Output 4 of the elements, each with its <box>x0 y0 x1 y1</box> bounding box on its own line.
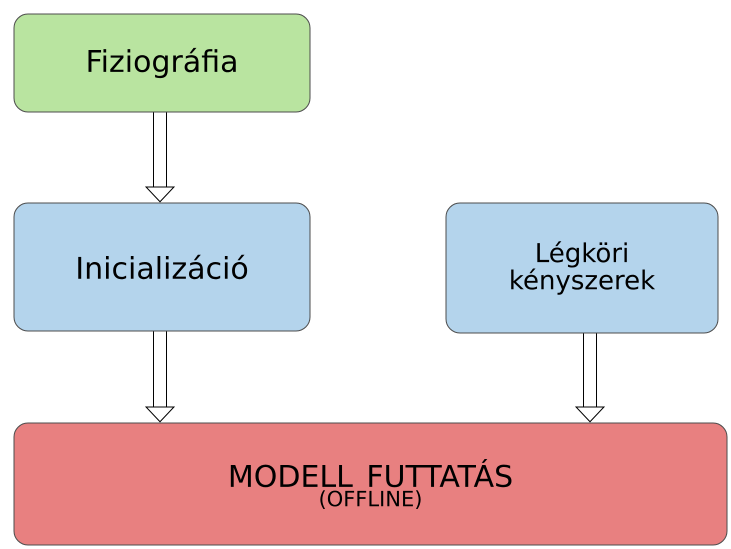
process-box: MODELL FUTTATÁS (OFFLINE) <box>14 422 728 546</box>
process-box: Légköri kényszerek <box>446 202 718 334</box>
process-box: Fiziográfia <box>14 14 310 112</box>
process-box: Inicializáció <box>14 202 310 332</box>
